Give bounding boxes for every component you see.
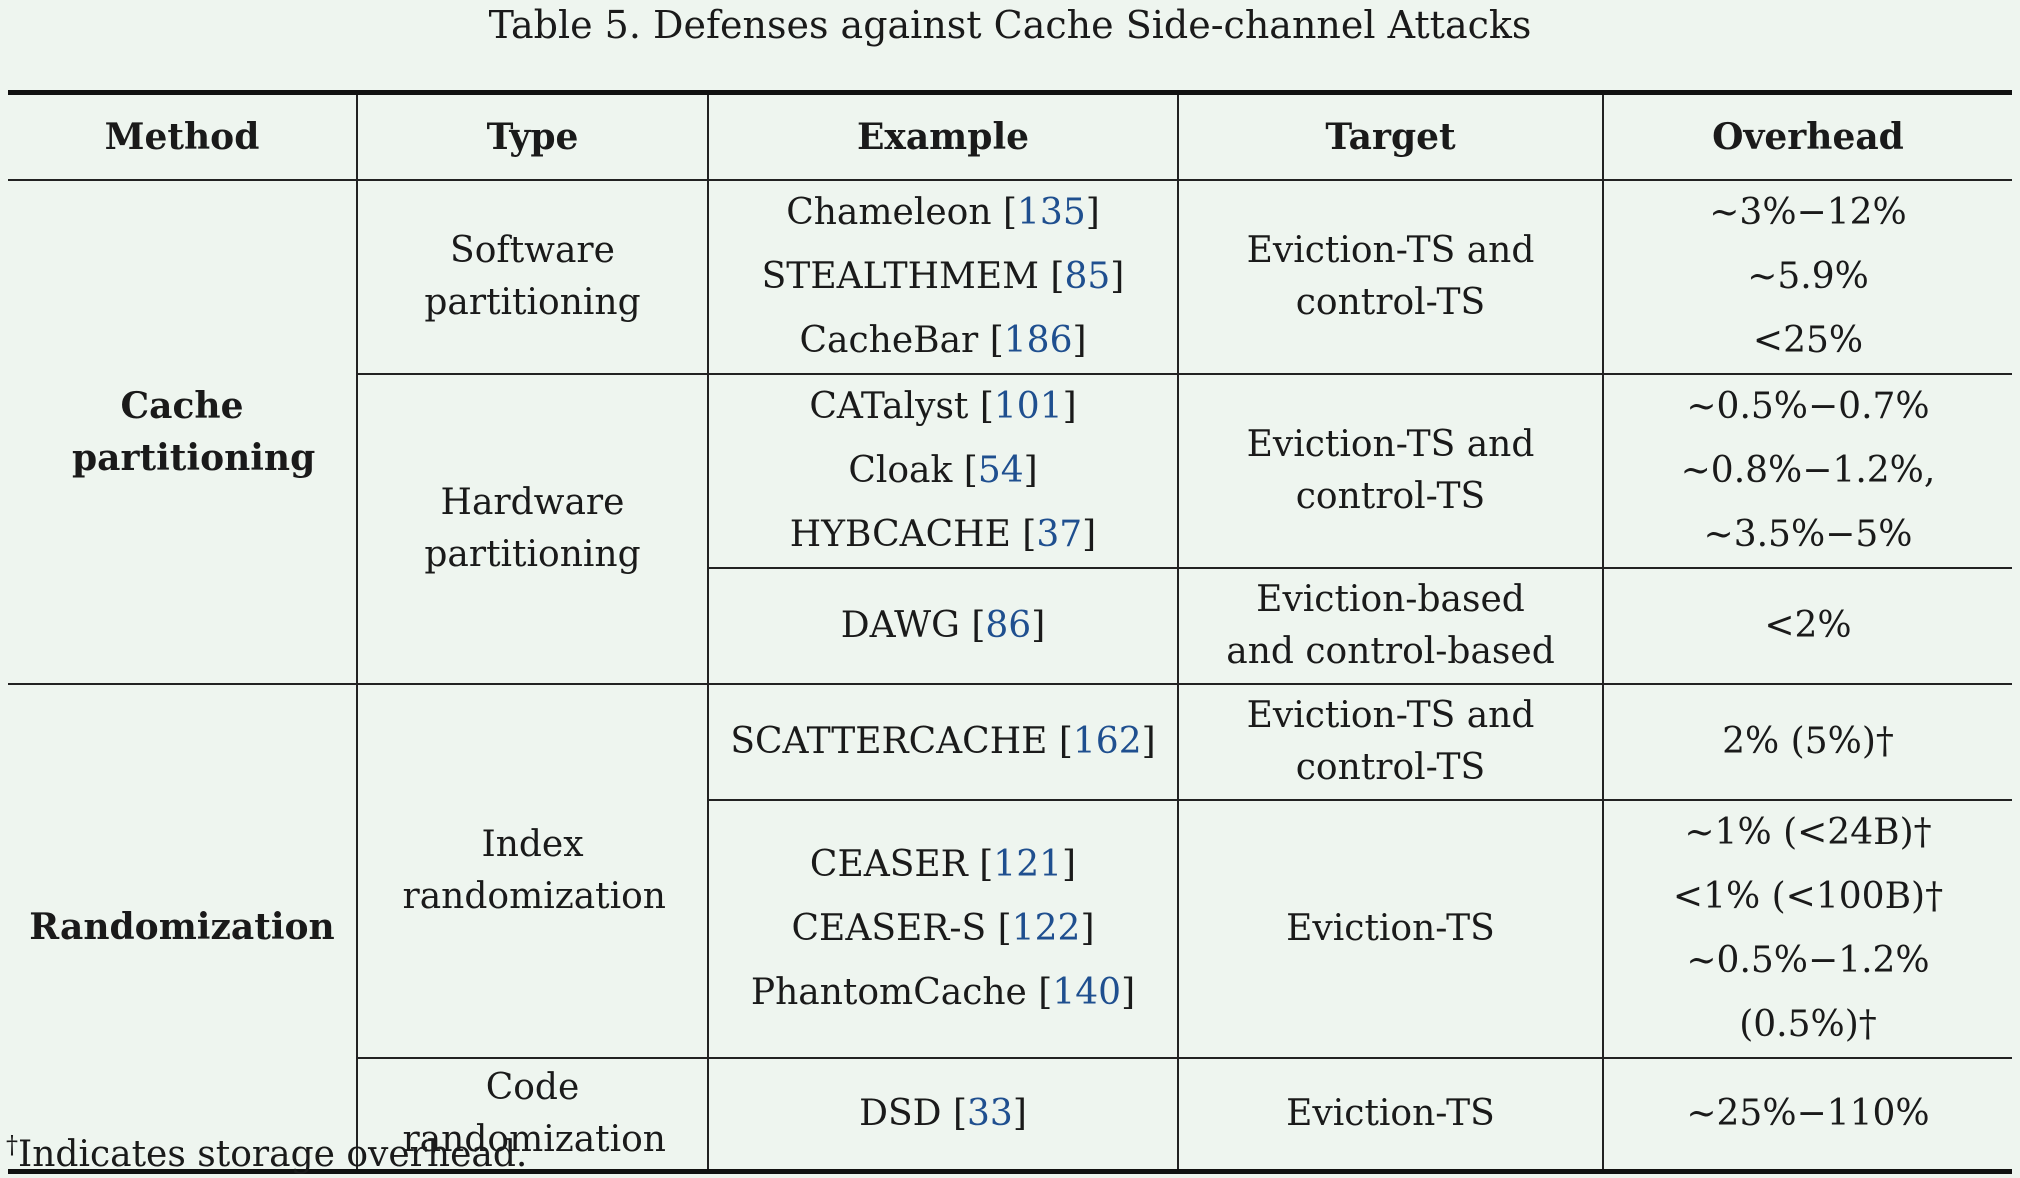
citation-link[interactable]: 135 xyxy=(1017,192,1086,233)
overhead-dsd: ~25%−110% xyxy=(1602,1058,2012,1172)
overhead-value: ~3.5%−5% xyxy=(1703,514,1913,555)
table-row: Randomization Index randomization SCATTE… xyxy=(8,684,2012,1172)
overhead-software: ~3%−12% ~5.9% <25% xyxy=(1602,180,2012,375)
example-stealthmem: STEALTHMEM [85] xyxy=(761,256,1125,297)
overhead-value: ~0.5%−0.7% xyxy=(1686,386,1930,427)
citation-link[interactable]: 101 xyxy=(993,386,1063,427)
header-example: Example xyxy=(707,92,1179,181)
table-row: Code randomization DSD [33] Eviction-TS … xyxy=(8,1058,2012,1172)
overhead-value: ~0.5%−1.2% (0.5%)† xyxy=(1686,940,1930,1045)
example-cloak: Cloak [54] xyxy=(848,450,1038,491)
citation-link[interactable]: 54 xyxy=(977,450,1024,491)
overhead-value: ~3%−12% xyxy=(1709,192,1907,233)
citation-link[interactable]: 37 xyxy=(1036,514,1083,555)
overhead-index: ~1% (<24B)† <1% (<100B)† ~0.5%−1.2% (0.5… xyxy=(1602,800,2012,1059)
example-phantomcache: PhantomCache [140] xyxy=(750,972,1136,1013)
type-hardware-partitioning: Hardware partitioning xyxy=(356,374,709,685)
citation-link[interactable]: 121 xyxy=(993,844,1063,885)
examples-software: Chameleon [135] STEALTHMEM [85] CacheBar… xyxy=(707,180,1179,375)
examples-index: CEASER [121] CEASER-S [122] PhantomCache… xyxy=(707,800,1179,1059)
overhead-value: <25% xyxy=(1752,320,1864,361)
type-code-randomization: Code randomization xyxy=(356,1058,709,1172)
header-type: Type xyxy=(356,92,709,181)
example-ceaser: CEASER [121] xyxy=(809,844,1077,885)
overhead-scattercache: 2% (5%)† xyxy=(1602,684,2012,801)
citation-link[interactable]: 85 xyxy=(1064,256,1111,297)
type-software-partitioning: Software partitioning xyxy=(356,180,709,375)
example-hybcache: HYBCACHE [37] xyxy=(789,514,1097,555)
citation-link[interactable]: 186 xyxy=(1003,320,1073,361)
target-dawg: Eviction-based and control-based xyxy=(1177,568,1604,685)
table-row: Hardware partitioning CATalyst [101] Clo… xyxy=(8,374,2012,685)
target-hardware: Eviction-TS and control-TS xyxy=(1177,374,1604,569)
overhead-dawg: <2% xyxy=(1602,568,2012,685)
examples-hardware: CATalyst [101] Cloak [54] HYBCACHE [37] xyxy=(707,374,1179,569)
target-software: Eviction-TS and control-TS xyxy=(1177,180,1604,375)
example-dawg: DAWG [86] xyxy=(707,568,1179,685)
target-dsd: Eviction-TS xyxy=(1177,1058,1604,1172)
example-scattercache: SCATTERCACHE [162] xyxy=(707,684,1179,801)
table-row: DAWG [86] Eviction-based and control-bas… xyxy=(8,568,2012,685)
method-cache-partitioning: Cache partitioning xyxy=(8,180,358,685)
table-row: Cache partitioning Software partitioning… xyxy=(8,180,2012,685)
citation-link[interactable]: 86 xyxy=(985,605,1032,646)
header-row: Method Type Example Target Overhead xyxy=(8,92,2012,181)
method-randomization: Randomization xyxy=(8,684,358,1172)
example-chameleon: Chameleon [135] xyxy=(786,192,1100,233)
footnote: †Indicates storage overhead. xyxy=(6,1122,527,1178)
citation-link[interactable]: 162 xyxy=(1072,721,1142,762)
header-target: Target xyxy=(1177,92,1604,181)
footnote-text: Indicates storage overhead. xyxy=(18,1134,528,1175)
defenses-table: Method Type Example Target Overhead Cach… xyxy=(8,90,2012,1174)
overhead-value: ~1% (<24B)† xyxy=(1684,812,1932,853)
overhead-hardware: ~0.5%−0.7% ~0.8%−1.2%, ~3.5%−5% xyxy=(1602,374,2012,569)
dagger-mark: † xyxy=(6,1131,18,1159)
header-overhead: Overhead xyxy=(1602,92,2012,181)
type-index-randomization: Index randomization xyxy=(356,684,709,1059)
example-dsd: DSD [33] xyxy=(707,1058,1179,1172)
citation-link[interactable]: 33 xyxy=(967,1092,1013,1134)
overhead-value: <1% (<100B)† xyxy=(1672,876,1944,917)
table-caption: Table 5. Defenses against Cache Side-cha… xyxy=(488,3,1532,47)
example-ceaser-s: CEASER-S [122] xyxy=(791,908,1095,949)
header-method: Method xyxy=(8,92,358,181)
table-row: CEASER [121] CEASER-S [122] PhantomCache… xyxy=(8,800,2012,1059)
example-cachebar: CacheBar [186] xyxy=(799,320,1087,361)
overhead-value: ~5.9% xyxy=(1747,256,1869,297)
citation-link[interactable]: 140 xyxy=(1052,972,1122,1013)
overhead-value: ~0.8%−1.2%, xyxy=(1680,450,1936,491)
target-scattercache: Eviction-TS and control-TS xyxy=(1177,684,1604,801)
citation-link[interactable]: 122 xyxy=(1011,908,1081,949)
target-index: Eviction-TS xyxy=(1177,800,1604,1059)
example-catalyst: CATalyst [101] xyxy=(809,386,1077,427)
